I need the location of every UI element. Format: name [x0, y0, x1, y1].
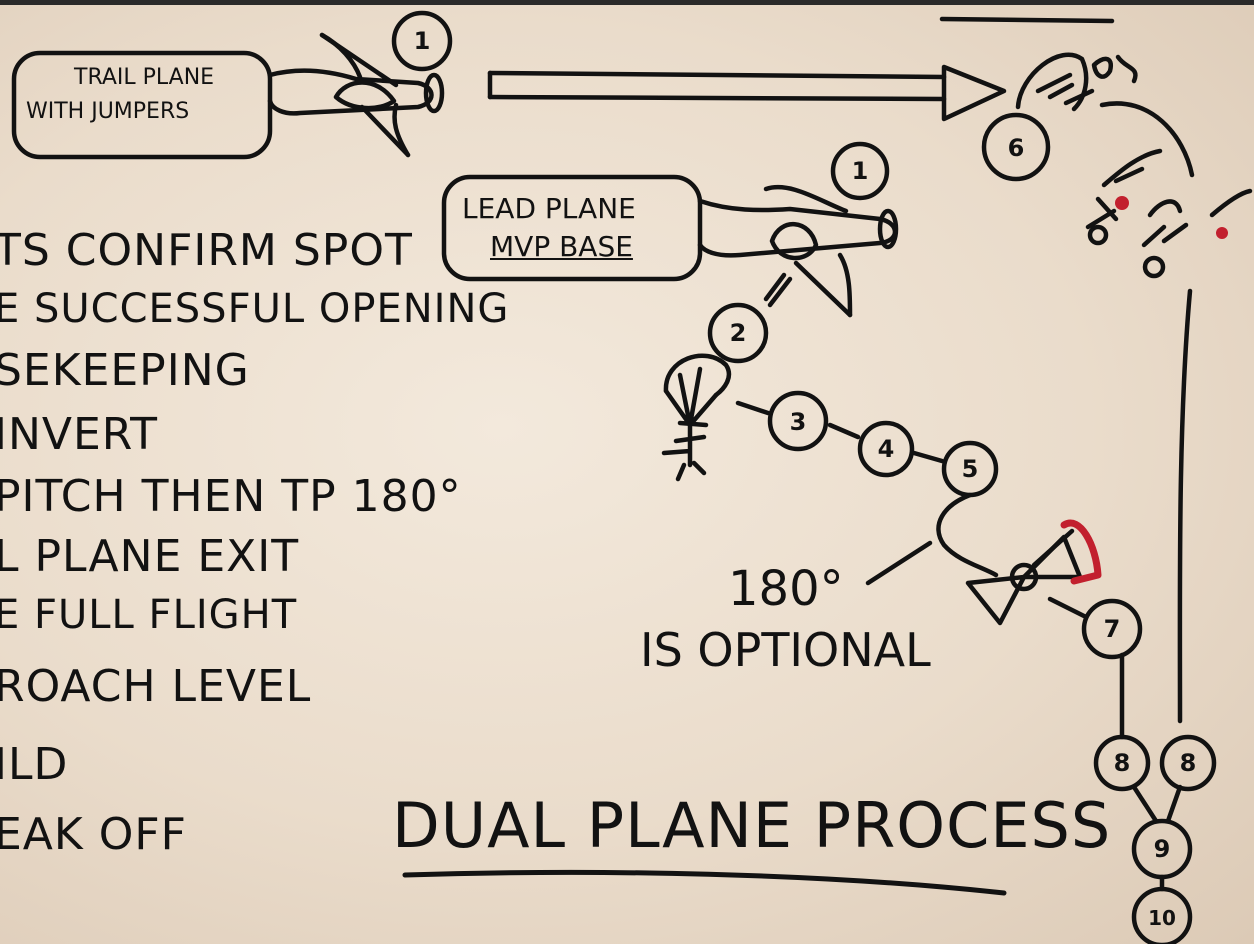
step-line: ROACH LEVEL [0, 661, 312, 712]
marker-3: 3 [790, 408, 807, 436]
step-line: L PLANE EXIT [0, 531, 300, 582]
step-line: INVERT [0, 409, 159, 460]
step-line: TS CONFIRM SPOT [0, 225, 413, 276]
board-title: DUAL PLANE PROCESS [392, 789, 1112, 862]
marker-7: 7 [1104, 615, 1121, 643]
marker-8-right: 8 [1180, 749, 1197, 777]
red-dot [1115, 196, 1129, 210]
marker-8-left: 8 [1114, 749, 1131, 777]
trail-plane-icon [11, 32, 445, 160]
red-dot [1216, 227, 1228, 239]
marker-5: 5 [962, 455, 979, 483]
step-line: EAK OFF [0, 809, 187, 860]
parachute-icon [661, 353, 732, 482]
marker-2: 2 [730, 319, 747, 347]
step-line: E SUCCESSFUL OPENING [0, 286, 510, 332]
step-line: ILD [0, 739, 69, 790]
marker-4: 4 [878, 435, 895, 463]
formation-icon [1015, 52, 1253, 279]
formation-arrow [487, 64, 1007, 122]
marker-trail-1: 1 [414, 27, 431, 55]
step-marker-circles [391, 10, 1217, 944]
marker-9: 9 [1154, 835, 1171, 863]
marker-lead-1: 1 [852, 157, 869, 185]
note-optional: IS OPTIONAL [640, 623, 931, 677]
red-accent-mark [1060, 519, 1102, 585]
note-angle: 180° [728, 561, 844, 617]
marker-10: 10 [1148, 906, 1176, 930]
lead-plane-icon [441, 174, 899, 318]
marker-6: 6 [1008, 134, 1025, 162]
step-line: PITCH THEN TP 180° [0, 471, 462, 522]
step-marker-numbers: 1 1 2 3 4 5 6 7 8 8 9 10 [414, 27, 1197, 930]
step-line: SEKEEPING [0, 345, 250, 396]
process-diagram: 1 1 2 3 4 5 6 7 8 8 9 10 [11, 10, 1253, 944]
lead-plane-label-line2: MVP BASE [490, 230, 633, 263]
canopy-icon [965, 528, 1083, 626]
lead-plane-label-line1: LEAD PLANE [462, 192, 636, 225]
trail-plane-label-line1: TRAIL PLANE [74, 65, 215, 90]
trail-plane-label-line2: WITH JUMPERS [26, 99, 190, 124]
step-line: E FULL FLIGHT [0, 592, 298, 638]
